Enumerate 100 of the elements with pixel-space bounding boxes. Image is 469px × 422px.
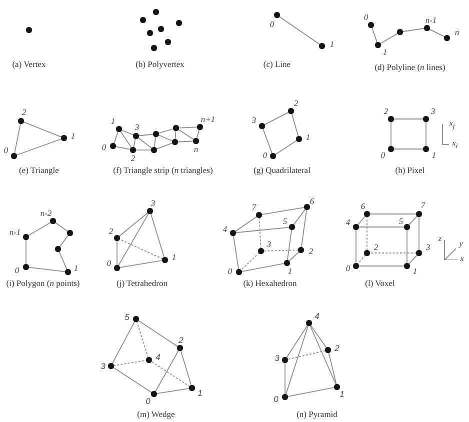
vertex-number: 3 xyxy=(430,106,436,116)
edge-line xyxy=(284,362,286,395)
vertex-dot xyxy=(306,320,312,326)
vertex-dot xyxy=(173,125,179,131)
edge-line xyxy=(286,324,308,358)
vertex-number: 0 xyxy=(102,142,106,152)
vertex-number: 4 xyxy=(314,312,320,320)
vertex-number: 2 xyxy=(374,242,378,252)
vertex-dot xyxy=(193,138,199,144)
vertex-number: n xyxy=(454,28,460,36)
vertex-number: 3 xyxy=(266,240,272,248)
caption: (f) Triangle strip (n triangles) xyxy=(113,166,213,174)
vertex-number: 2 xyxy=(22,108,26,116)
vertex-dot xyxy=(110,143,116,149)
vertex-number: 6 xyxy=(310,196,314,206)
vertex-dot xyxy=(55,246,61,252)
vertex-dot xyxy=(404,224,410,230)
edge-line xyxy=(158,134,174,142)
vertex-dot xyxy=(368,22,374,28)
axis-label: x$_{i}$ xyxy=(452,139,458,151)
edge-line xyxy=(393,148,424,150)
vertex-number: 7 xyxy=(420,200,426,210)
vertex-dot xyxy=(282,357,288,363)
caption: (a) Vertex xyxy=(12,60,46,68)
vertex-dot xyxy=(259,123,265,129)
edge-line xyxy=(300,209,308,248)
vertex-number: 3 xyxy=(150,198,156,208)
vertex-number: 5 xyxy=(282,216,288,226)
vertex-number: 2 xyxy=(384,106,388,116)
edge-line xyxy=(264,112,290,126)
vertex-dot xyxy=(353,263,359,269)
vertex-number: 2 xyxy=(108,226,114,236)
edge-line xyxy=(232,235,240,270)
vertex-number: 0 xyxy=(14,266,20,274)
vertex-number: 1 xyxy=(340,390,344,398)
edge-line xyxy=(115,146,131,150)
edge-line xyxy=(408,254,418,265)
vertex-dot xyxy=(388,146,394,152)
vertex-dot xyxy=(375,42,381,48)
edge-line xyxy=(393,118,424,120)
edge-line xyxy=(138,134,154,136)
edge-line xyxy=(371,27,378,43)
caption: (e) Triangle xyxy=(19,166,59,174)
edge-line xyxy=(59,234,69,248)
edge-line xyxy=(177,140,194,142)
vertex-dot xyxy=(416,211,422,217)
vertex-dot xyxy=(133,316,139,322)
vertex-number: 0 xyxy=(364,12,368,22)
edge-line xyxy=(406,229,408,264)
vertex-dot xyxy=(424,25,430,31)
edge-line xyxy=(22,122,62,138)
edge-line xyxy=(357,216,366,226)
vertex-number: 5 xyxy=(398,216,404,226)
vertex-number: 3 xyxy=(274,354,280,362)
vertex-number: 4 xyxy=(346,218,350,226)
edge-line xyxy=(288,251,300,262)
edge-line xyxy=(14,123,21,154)
vertex-dot xyxy=(397,29,403,35)
vertex-dot xyxy=(153,131,159,137)
edge-line xyxy=(150,213,165,258)
vertex-dot xyxy=(147,30,153,36)
vertex-number: 2 xyxy=(308,246,314,256)
vertex-dot xyxy=(423,146,429,152)
vertex-dot xyxy=(284,260,290,266)
vertex-number: 1 xyxy=(172,252,176,262)
vertex-dot xyxy=(147,208,153,214)
edge-line xyxy=(274,140,298,156)
edge-line xyxy=(358,226,405,228)
edge-line xyxy=(156,142,174,150)
caption: (h) Pixel xyxy=(395,166,425,174)
vertex-dot xyxy=(158,26,164,32)
caption: (d) Polyline (n lines) xyxy=(374,62,446,72)
vertex-number: 3 xyxy=(426,242,430,252)
vertex-dot xyxy=(353,224,359,230)
vertex-dot xyxy=(151,45,157,51)
caption: (m) Wedge xyxy=(137,410,175,418)
dashed-edge-line xyxy=(287,350,326,360)
vertex-number: 6 xyxy=(360,202,366,210)
axis-label: z xyxy=(438,235,442,243)
edge-line xyxy=(328,352,337,385)
vertex-dot xyxy=(236,269,242,275)
vertex-dot xyxy=(133,133,139,139)
edge-line xyxy=(261,206,305,216)
vertex-dot xyxy=(296,136,302,142)
edge-line xyxy=(58,250,68,270)
vertex-dot xyxy=(162,257,168,263)
vertex-dot xyxy=(116,126,122,132)
vertex-number: 1 xyxy=(306,132,310,142)
vertex-dot xyxy=(334,384,340,390)
vertex-number: 1 xyxy=(74,264,78,272)
vertex-dot xyxy=(23,234,29,240)
caption: (j) Tetrahedron xyxy=(116,278,168,288)
vertex-dot xyxy=(256,212,262,218)
dashed-edge-line xyxy=(263,250,299,252)
vertex-number: 1 xyxy=(288,266,292,276)
vertex-dot xyxy=(423,116,429,122)
vertex-dot xyxy=(146,357,152,363)
vertex-number: 1 xyxy=(382,48,388,56)
edge-line xyxy=(286,229,292,261)
axis-label: x xyxy=(460,255,464,263)
